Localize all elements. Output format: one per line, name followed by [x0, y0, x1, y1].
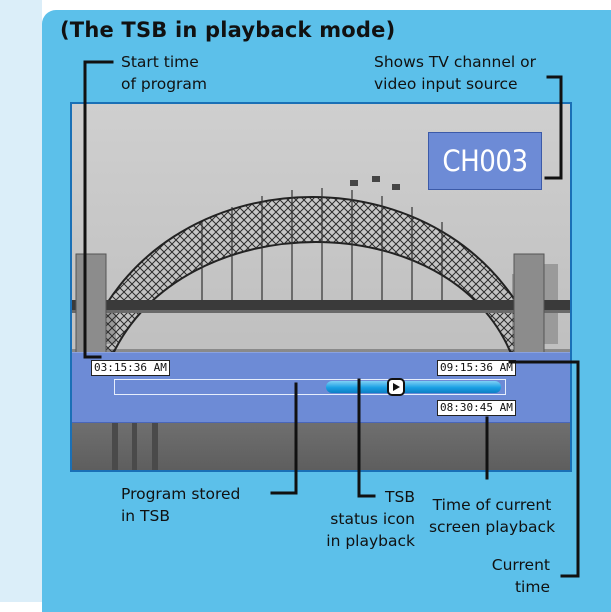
left-margin-band [0, 0, 42, 602]
start-time-box: 03:15:36 AM [91, 360, 170, 376]
channel-indicator: CH003 [428, 132, 542, 190]
callout-tsb-status: TSB status icon in playback [305, 486, 415, 552]
tsb-stored-segment [326, 381, 501, 393]
callout-line: status icon [330, 510, 415, 528]
tsb-progress-track [114, 378, 506, 396]
callout-line: in TSB [121, 507, 170, 525]
current-time-box: 09:15:36 AM [437, 360, 516, 376]
callout-line: Start time [121, 53, 199, 71]
callout-line: in playback [326, 532, 415, 550]
callout-line: Current [491, 556, 550, 574]
callout-current-time: Current time [470, 554, 550, 598]
callout-line: of program [121, 75, 208, 93]
diagram-title: (The TSB in playback mode) [60, 18, 396, 42]
callout-start-time: Start time of program [121, 51, 207, 95]
callout-line: TSB [385, 488, 415, 506]
playback-time-box: 08:30:45 AM [437, 400, 516, 416]
callout-playback-time: Time of current screen playback [419, 494, 565, 538]
callout-program-stored: Program stored in TSB [121, 483, 240, 527]
callout-channel-source: Shows TV channel or video input source [374, 51, 536, 95]
tsb-overlay-bar: 03:15:36 AM 09:15:36 AM 08:30:45 AM [72, 352, 570, 423]
callout-line: time [514, 578, 550, 596]
callout-line: video input source [374, 75, 518, 93]
callout-line: Shows TV channel or [374, 53, 536, 71]
callout-line: Time of current [432, 496, 552, 514]
tv-screen: CH003 03:15:36 AM 09:15:36 AM 08:30:45 A… [70, 102, 572, 472]
play-icon [387, 378, 405, 396]
callout-line: screen playback [428, 518, 556, 536]
callout-line: Program stored [121, 485, 241, 503]
